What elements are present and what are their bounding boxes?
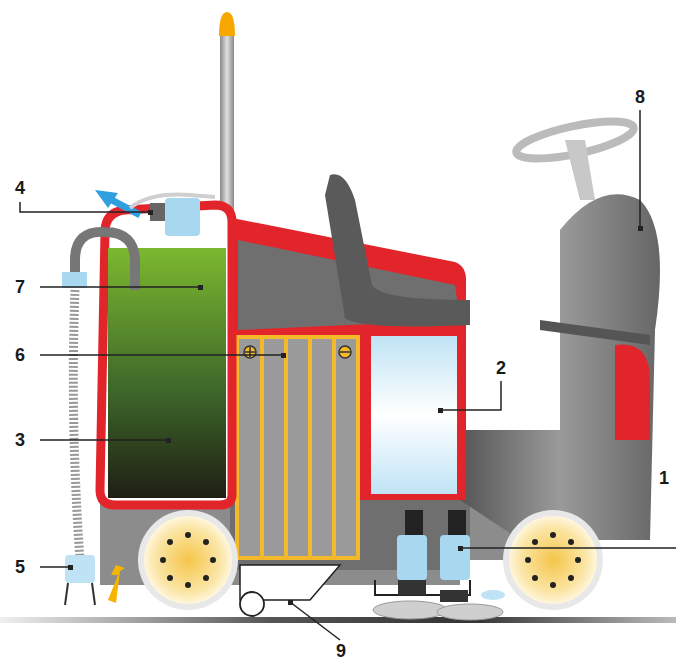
callout-number: 3 [13,430,27,450]
callout-number: 9 [334,641,348,661]
callout-number: 7 [13,277,27,297]
callout-number: 2 [494,358,508,378]
callout-number: 6 [13,345,27,365]
callout-number: 4 [13,178,27,198]
callout-number: 8 [633,87,647,107]
callout-number: 1 [657,468,671,488]
callout-number: 5 [13,557,27,577]
